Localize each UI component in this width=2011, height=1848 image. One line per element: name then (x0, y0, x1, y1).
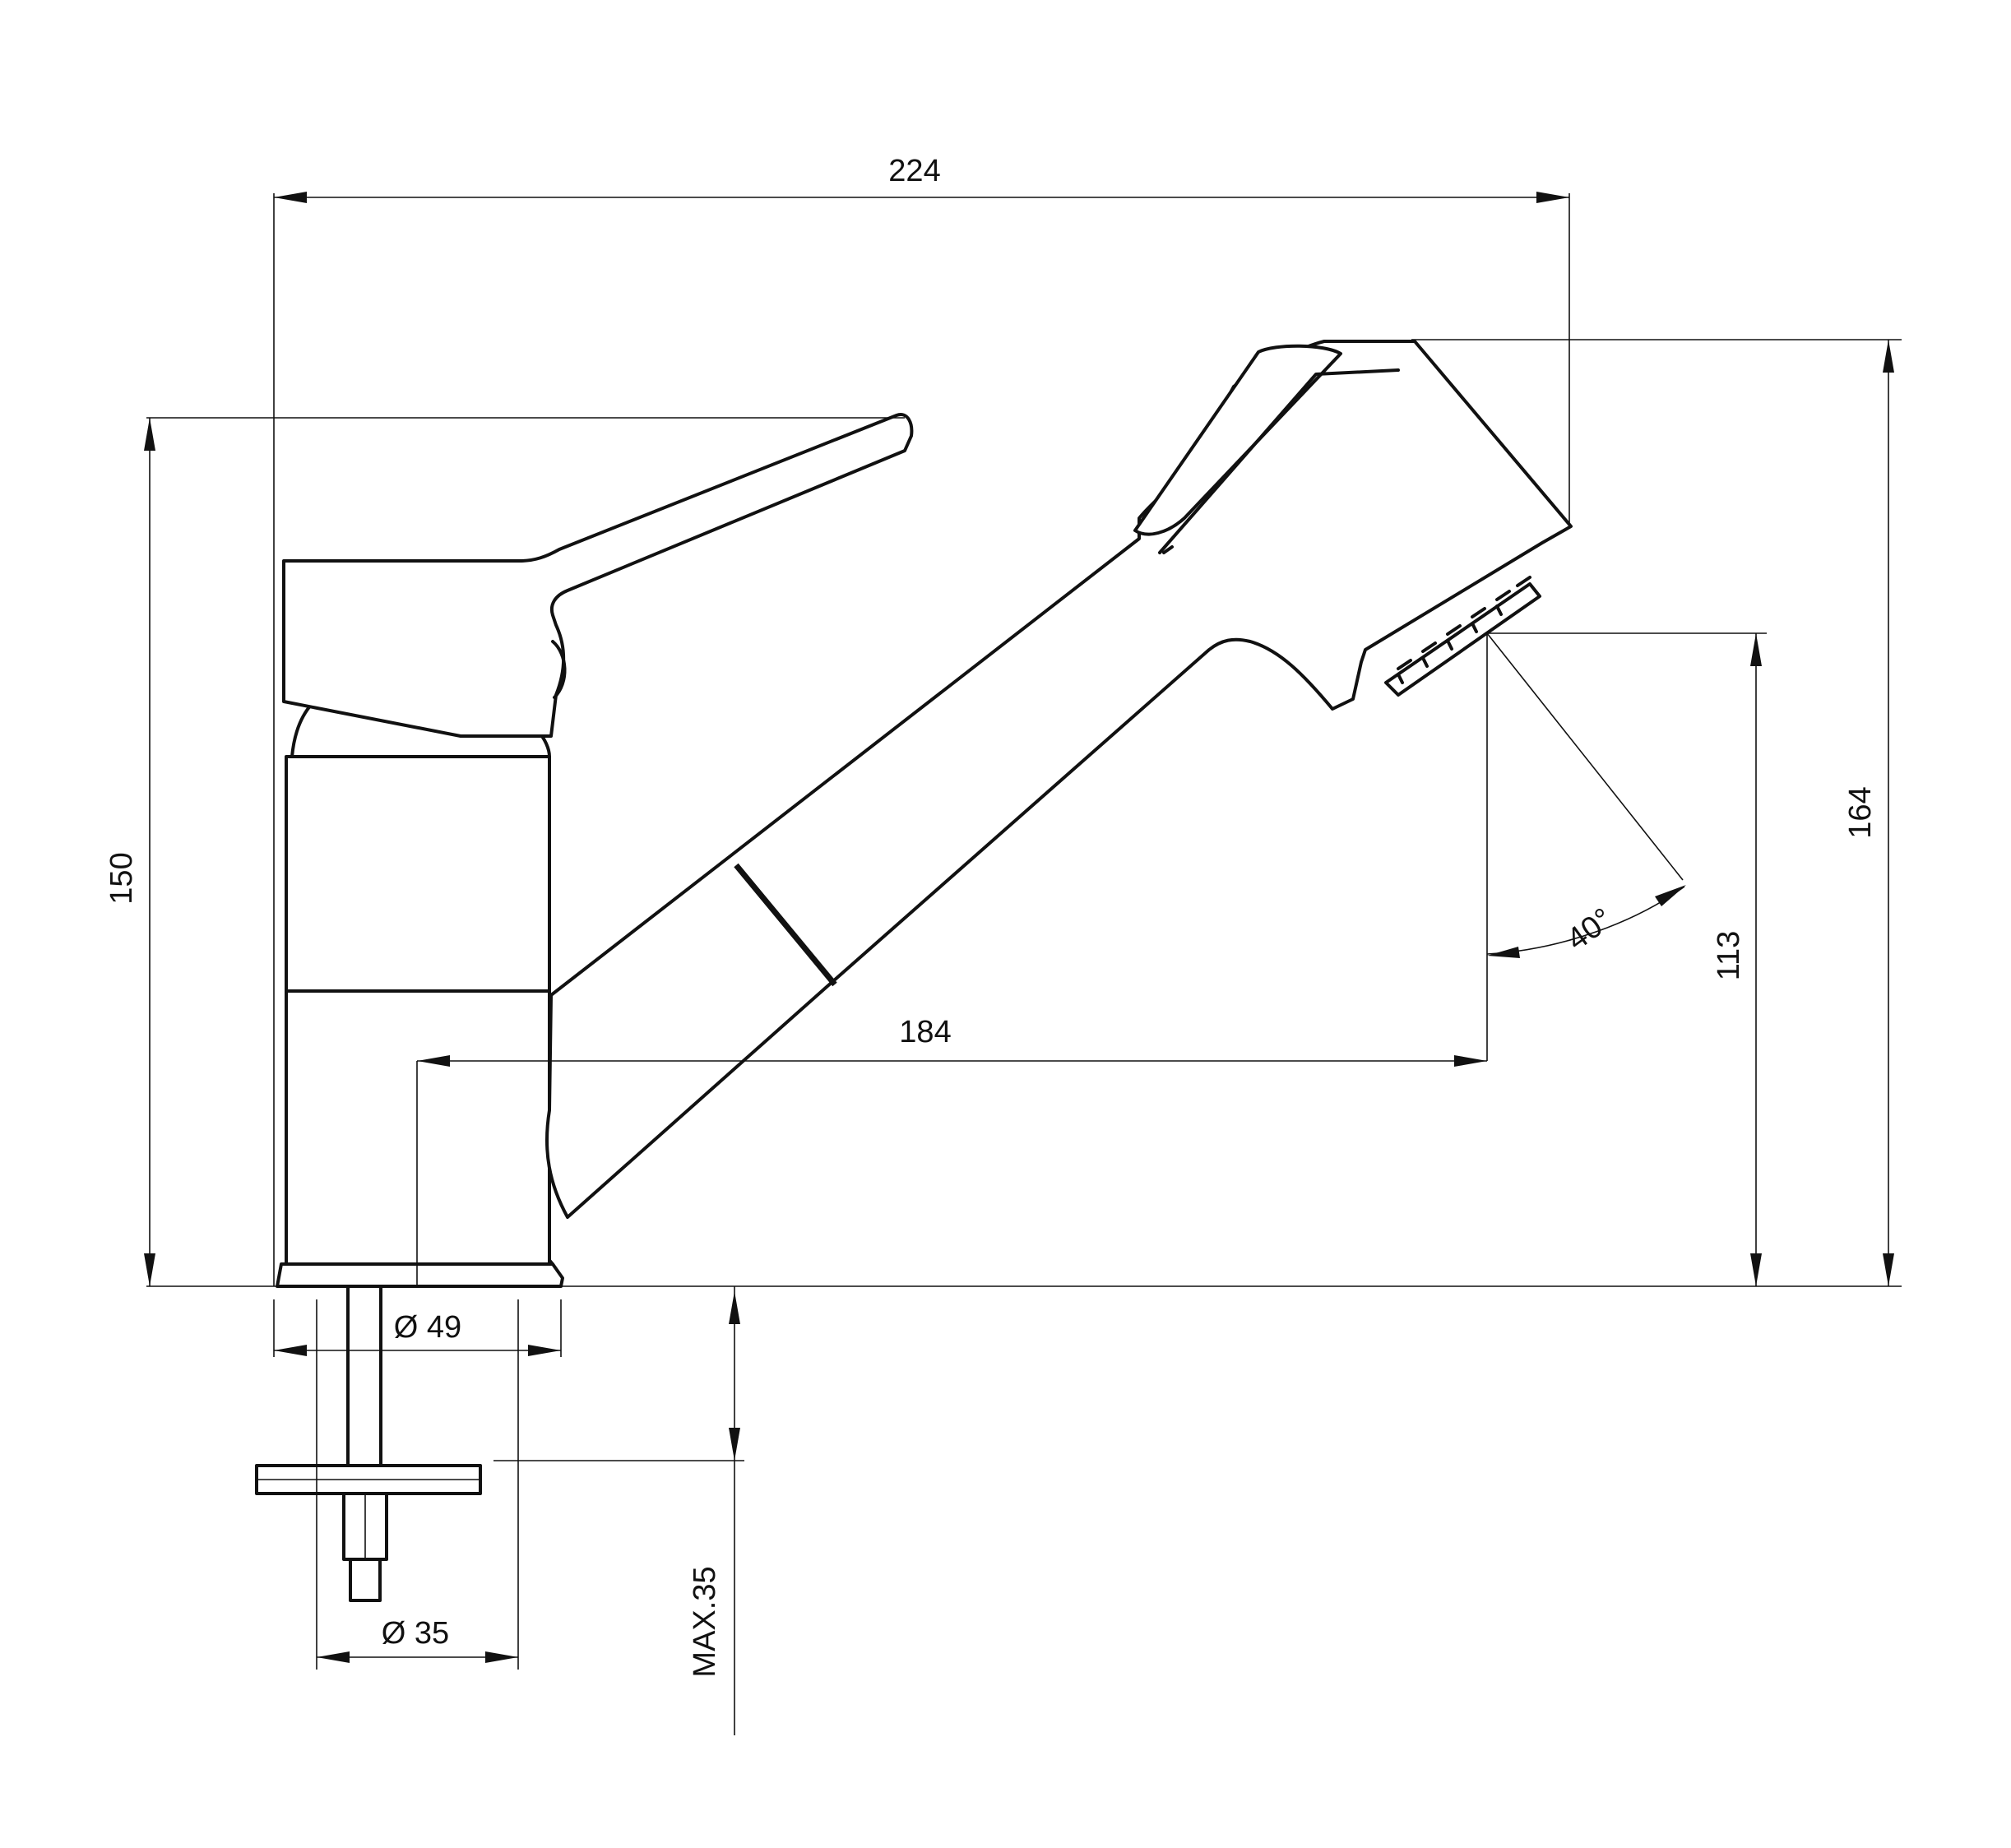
label-outlet-height: 113 (1712, 931, 1746, 981)
body-lower (285, 989, 551, 1266)
threaded-rod (346, 1285, 382, 1469)
spout-ring (734, 863, 837, 987)
mounting-kit (255, 1285, 482, 1602)
label-lever-height: 150 (104, 852, 139, 904)
spray-button (1133, 344, 1342, 536)
lever-handle (282, 413, 914, 738)
aerator (1384, 576, 1541, 697)
label-spout-reach: 184 (899, 1015, 951, 1049)
label-overall-length: 224 (888, 154, 940, 188)
spray-head-line (1162, 545, 1174, 554)
label-spray-angle: 40° (1560, 901, 1619, 957)
rod-end (349, 1558, 382, 1602)
faucet-outline (276, 340, 1573, 1288)
dim-line-spray-axis (1486, 632, 1684, 881)
body-upper (285, 755, 551, 993)
label-overall-height: 164 (1843, 786, 1878, 838)
dimension-lines (144, 192, 1902, 1735)
lever-knuckle (551, 640, 567, 699)
label-shank-diameter: Ø 35 (382, 1616, 449, 1651)
label-max-worktop: MAX.35 (688, 1566, 722, 1677)
spout (544, 340, 1573, 1219)
base-plate (276, 1262, 564, 1288)
label-base-diameter: Ø 49 (394, 1310, 461, 1345)
spray-button-detail (1158, 368, 1400, 554)
